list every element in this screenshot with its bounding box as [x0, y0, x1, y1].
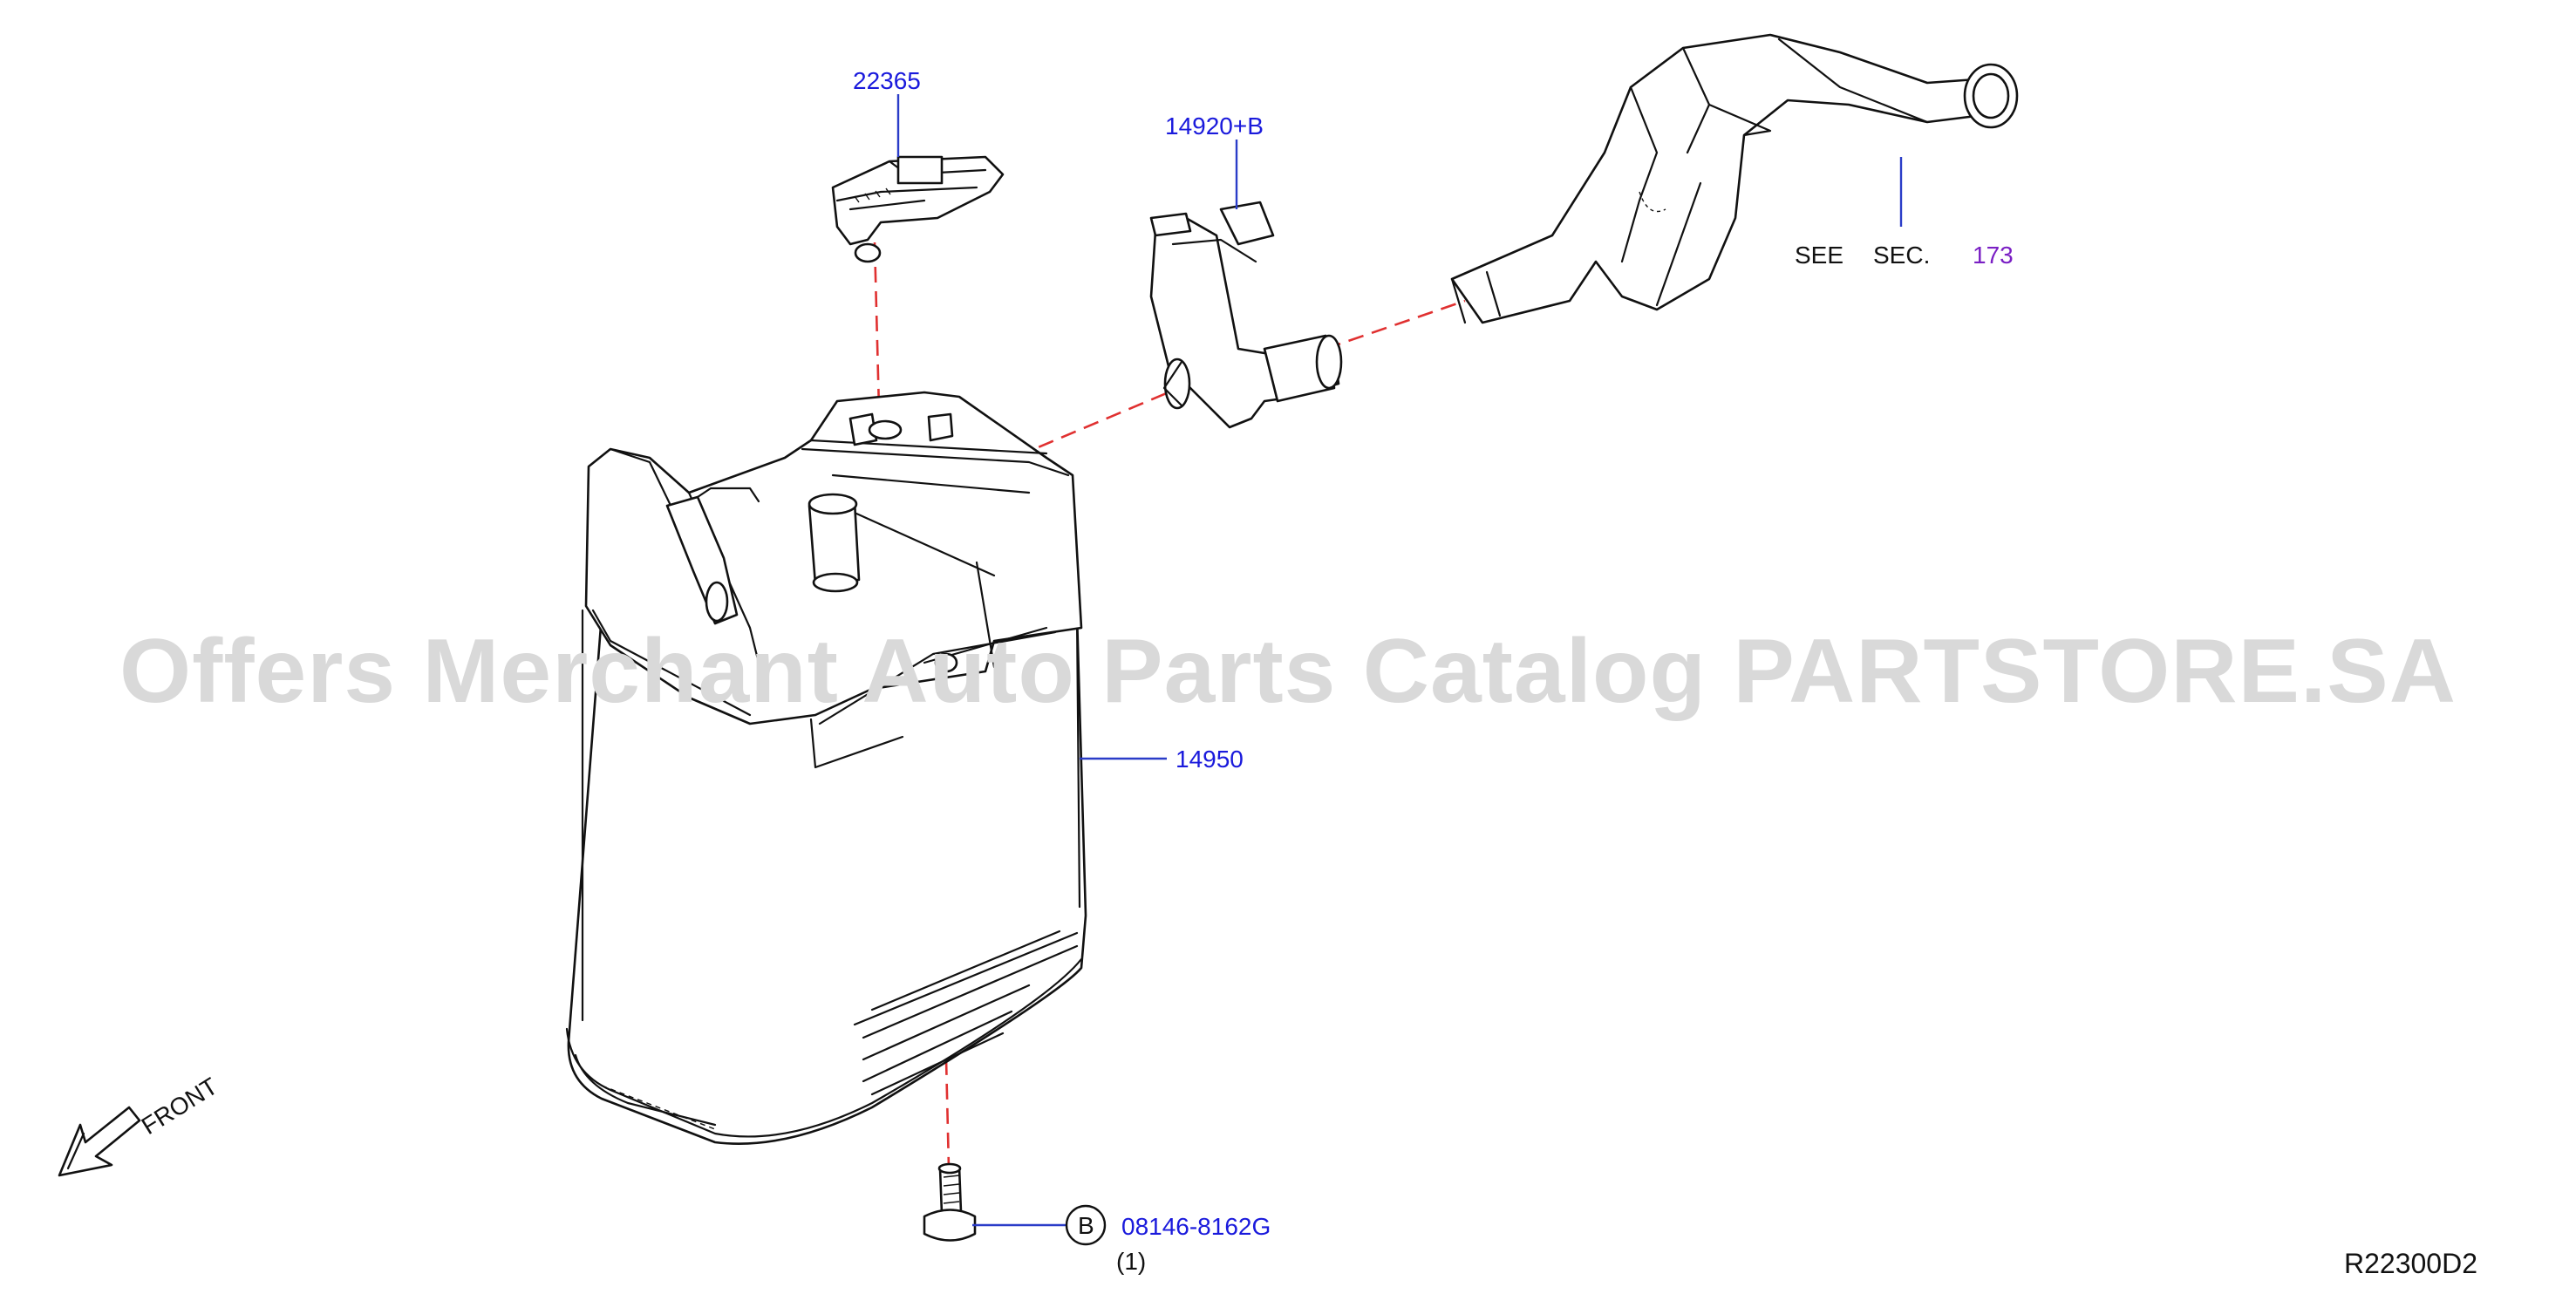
- front-label: FRONT: [137, 1073, 222, 1140]
- leader-lines: [896, 94, 1903, 1246]
- bolt-callout-circle: [1065, 1204, 1107, 1246]
- sensor-dash-line: [873, 242, 881, 411]
- diagram-ref-label: R22300D2: [2344, 1248, 2477, 1279]
- bolt-qty-label: (1): [1116, 1248, 1146, 1275]
- canister-part-label[interactable]: 14950: [1176, 746, 1244, 773]
- watermark-text: Offers Merchant Auto Parts Catalog PARTS…: [119, 621, 2457, 722]
- valve-part-label[interactable]: 14920+B: [1165, 112, 1264, 140]
- sensor-part-label[interactable]: 22365: [853, 67, 921, 94]
- purge-valve: [1149, 201, 1343, 429]
- hose-dash-line: [1325, 299, 1466, 351]
- section-number-link[interactable]: 173: [1973, 242, 2014, 269]
- mounting-bolt: [923, 1162, 977, 1242]
- vapor-hose: [1450, 33, 2019, 324]
- sec-label: SEC.: [1873, 242, 1930, 269]
- pressure-sensor: [831, 155, 1005, 263]
- bolt-callout-letter: B: [1078, 1212, 1094, 1239]
- see-label: SEE: [1795, 242, 1843, 269]
- front-arrow-icon: [58, 1106, 141, 1177]
- canister: [565, 391, 1087, 1145]
- bolt-part-label[interactable]: 08146-8162G: [1121, 1213, 1271, 1240]
